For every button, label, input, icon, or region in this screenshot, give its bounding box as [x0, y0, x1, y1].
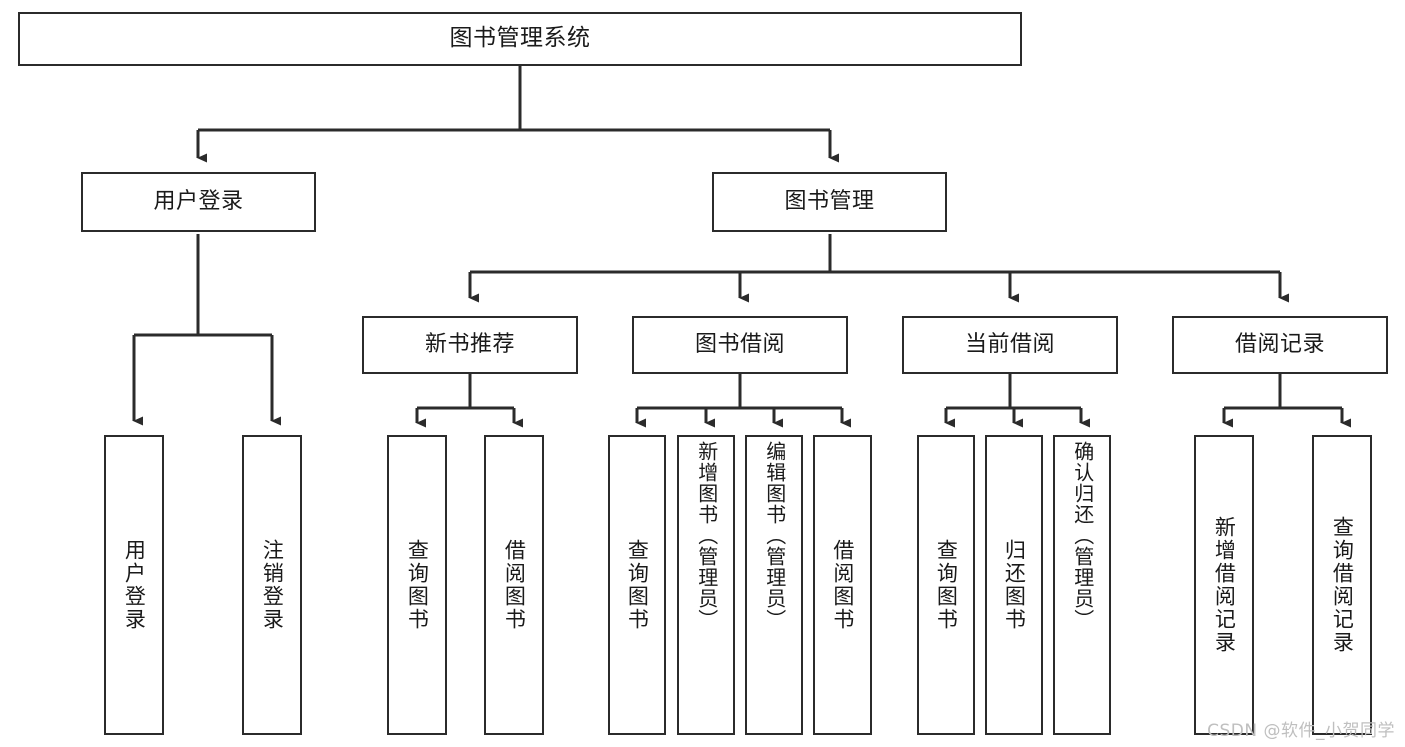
node-user-login-label: 用户登录 — [153, 189, 244, 215]
node-new-book-recommend[interactable]: 新书推荐 — [362, 316, 578, 374]
node-root-label: 图书管理系统 — [449, 25, 591, 52]
node-book-management[interactable]: 图书管理 — [712, 172, 947, 232]
node-book-borrow[interactable]: 图书借阅 — [632, 316, 848, 374]
leaf-current-query-book-label: 查询图书 — [934, 539, 959, 631]
leaf-new-book-borrow-label: 借阅图书 — [502, 539, 527, 631]
leaf-user-login-signout[interactable]: 注销登录 — [242, 435, 302, 735]
node-user-login[interactable]: 用户登录 — [81, 172, 316, 232]
node-borrow-records-label: 借阅记录 — [1234, 332, 1325, 358]
leaf-records-query-record-label: 查询借阅记录 — [1330, 516, 1355, 654]
node-new-book-recommend-label: 新书推荐 — [424, 332, 515, 358]
leaf-borrow-add-book[interactable]: 新增图书（管理员） — [677, 435, 735, 735]
watermark-text: CSDN @软件_小贺同学 — [1207, 721, 1395, 741]
node-book-borrow-label: 图书借阅 — [694, 332, 785, 358]
leaf-new-book-query[interactable]: 查询图书 — [387, 435, 447, 735]
node-current-borrow[interactable]: 当前借阅 — [902, 316, 1118, 374]
node-book-management-label: 图书管理 — [784, 189, 875, 215]
leaf-borrow-add-book-label: 新增图书（管理员） — [694, 441, 719, 630]
leaf-records-add-record-label: 新增借阅记录 — [1212, 516, 1237, 654]
leaf-borrow-borrow-book[interactable]: 借阅图书 — [813, 435, 872, 735]
leaf-current-confirm-return[interactable]: 确认归还（管理员） — [1053, 435, 1111, 735]
node-borrow-records[interactable]: 借阅记录 — [1172, 316, 1388, 374]
leaf-user-login-signin[interactable]: 用户登录 — [104, 435, 164, 735]
leaf-new-book-query-label: 查询图书 — [405, 539, 430, 631]
node-current-borrow-label: 当前借阅 — [964, 332, 1055, 358]
leaf-current-return-book-label: 归还图书 — [1002, 539, 1027, 631]
leaf-borrow-query-book[interactable]: 查询图书 — [608, 435, 666, 735]
leaf-borrow-edit-book-label: 编辑图书（管理员） — [762, 441, 787, 630]
leaf-current-return-book[interactable]: 归还图书 — [985, 435, 1043, 735]
leaf-user-login-signout-label: 注销登录 — [260, 539, 285, 631]
leaf-user-login-signin-label: 用户登录 — [122, 539, 147, 631]
leaf-records-query-record[interactable]: 查询借阅记录 — [1312, 435, 1372, 735]
node-root[interactable]: 图书管理系统 — [18, 12, 1022, 66]
leaf-borrow-query-book-label: 查询图书 — [625, 539, 650, 631]
leaf-borrow-edit-book[interactable]: 编辑图书（管理员） — [745, 435, 803, 735]
leaf-borrow-borrow-book-label: 借阅图书 — [830, 539, 855, 631]
leaf-records-add-record[interactable]: 新增借阅记录 — [1194, 435, 1254, 735]
leaf-new-book-borrow[interactable]: 借阅图书 — [484, 435, 544, 735]
leaf-current-query-book[interactable]: 查询图书 — [917, 435, 975, 735]
leaf-current-confirm-return-label: 确认归还（管理员） — [1070, 441, 1095, 630]
